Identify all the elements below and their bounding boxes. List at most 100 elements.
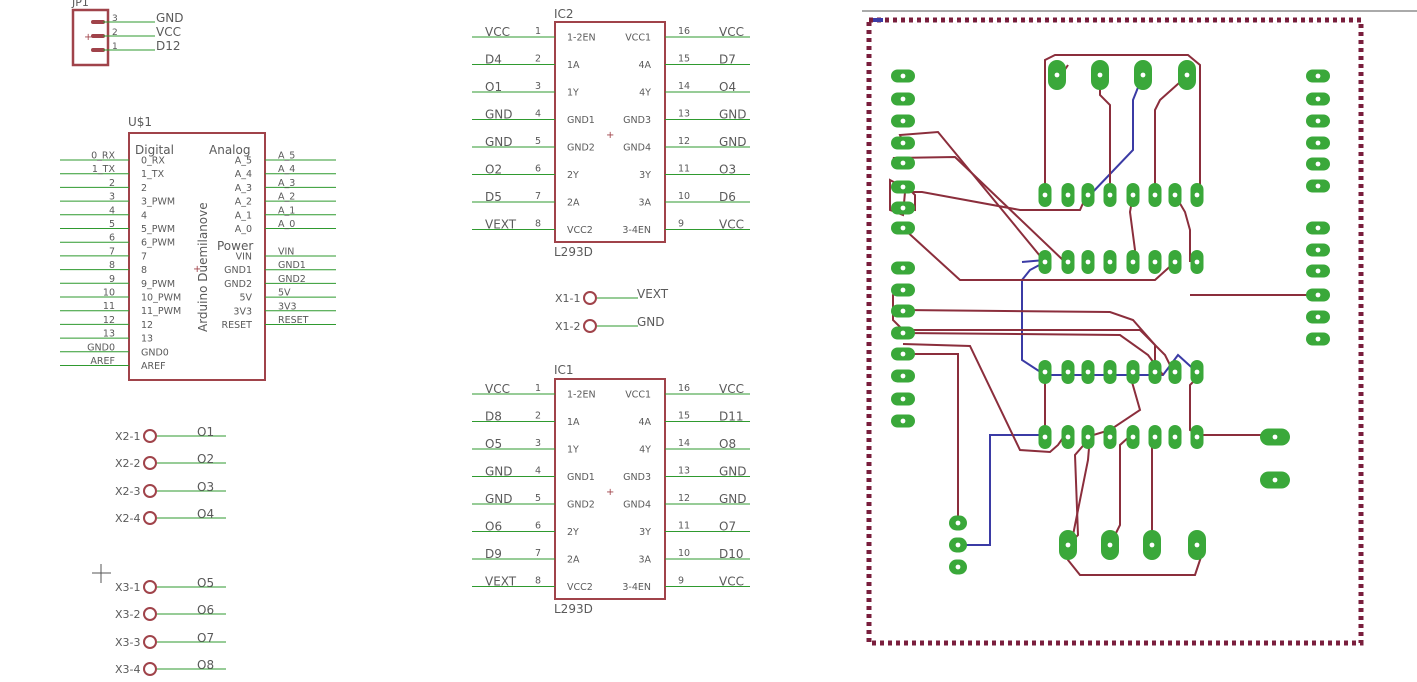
ic2-net-label: GND — [719, 135, 747, 149]
us1-power-title: Power — [217, 239, 253, 253]
header-pad-hole — [900, 73, 906, 79]
ic2-pin-label: GND4 — [623, 143, 651, 154]
ic2-pin-num: 3 — [535, 81, 541, 92]
us1-net-label: AREF — [90, 356, 115, 367]
ic-pad-hole — [1085, 259, 1091, 265]
us1-net-label: 11 — [103, 301, 115, 312]
us1-net-label: 3 — [109, 192, 115, 203]
ic1-part: L293D — [554, 602, 593, 616]
jp1-pin-num: 3 — [112, 14, 118, 24]
us1-pin-label: VIN — [236, 252, 252, 263]
jp1-pin-3: 3 GND — [91, 11, 184, 25]
ic2-origin-cross: + — [606, 130, 614, 141]
pcb-board[interactable] — [862, 10, 1417, 646]
jp1-pin-1: 1 D12 — [91, 39, 181, 53]
ic2-pin-num: 10 — [678, 191, 690, 202]
ic1-net-label: VCC — [485, 382, 510, 396]
ic2-net-label: VCC — [719, 25, 744, 39]
us1-pin-label: 2 — [141, 183, 147, 194]
ic1-pin-label: VCC1 — [625, 390, 651, 401]
board-origin-mark — [873, 18, 883, 22]
ic1-pin-num: 16 — [678, 383, 690, 394]
us1-right-pins: A_5A_5A_4A_4A_3A_3A_2A_2A_1A_1A_0A_0VINV… — [222, 151, 336, 331]
jp1-header[interactable]: JP1 + 3 GND 2 VCC 1 D12 — [71, 0, 184, 67]
ic2-name: IC2 — [554, 7, 574, 21]
header-pad-hole — [1315, 140, 1321, 146]
us1-net-label: 12 — [103, 315, 115, 326]
ic-pad-hole — [1194, 434, 1200, 440]
terminal-pad-hole — [1054, 72, 1060, 78]
ic1-pin-label: 1A — [567, 417, 580, 428]
header-pad-hole — [900, 351, 906, 357]
ic-pad-hole — [1042, 259, 1048, 265]
header-pad-hole — [900, 118, 906, 124]
x1-net-label: VEXT — [637, 287, 669, 301]
us1-digital-title: Digital — [135, 143, 174, 157]
us1-net-label: A_3 — [278, 178, 295, 189]
ic2-pin-label: 4Y — [639, 88, 651, 99]
header-pad-hole — [1315, 73, 1321, 79]
us1-pin-label: AREF — [141, 361, 166, 372]
ic2-pin-num: 4 — [535, 109, 541, 120]
header-pad-hole — [900, 184, 906, 190]
ic2-body — [554, 21, 666, 243]
us1-net-label: 8 — [109, 260, 115, 271]
x1-terminal-ring — [583, 319, 597, 333]
terminal-pad-hole — [1140, 72, 1146, 78]
header-pad-hole — [1315, 183, 1321, 189]
header-pad-hole — [900, 96, 906, 102]
ic-pad-hole — [1042, 369, 1048, 375]
us1-net-label: 13 — [103, 329, 115, 340]
us1-pin-label: 11_PWM — [141, 306, 181, 317]
us1-net-label: GND0 — [87, 342, 115, 353]
x2-terminal-ring — [143, 484, 157, 498]
ic1-net-label: O6 — [485, 520, 502, 534]
ic2-net-label: VEXT — [485, 218, 517, 232]
us1-net-label: 10 — [103, 288, 115, 299]
ic1-pin-num: 9 — [678, 576, 684, 587]
ic2-pin-num: 13 — [678, 109, 690, 120]
us1-net-label: 6 — [109, 233, 115, 244]
x2-terminal-ring — [143, 456, 157, 470]
header-pad-hole — [900, 418, 906, 424]
ic1-net-label: GND — [485, 492, 513, 506]
us1-pin-label: GND1 — [224, 265, 252, 276]
x3-terminal-ring — [143, 635, 157, 649]
ic1-pin-num: 14 — [678, 438, 690, 449]
ic1-pin-label: GND4 — [623, 500, 651, 511]
ic1-net-label: D9 — [485, 547, 502, 561]
ic-pad-hole — [1085, 192, 1091, 198]
us1-net-label: RESET — [278, 315, 309, 326]
x3-ref-label: X3-4 — [115, 663, 141, 676]
ic2-part: L293D — [554, 245, 593, 259]
x2-net-label: O4 — [197, 507, 214, 521]
terminal-pad-hole — [1097, 72, 1103, 78]
ic1-pin-num: 10 — [678, 548, 690, 559]
arduino-symbol[interactable]: U$1 Digital Analog Power Arduino Duemila… — [60, 115, 336, 381]
ic1-pin-num: 8 — [535, 576, 541, 587]
ic1-pin-label: GND3 — [623, 472, 651, 483]
ic2-pin-num: 8 — [535, 219, 541, 230]
us1-net-label: 3V3 — [278, 301, 297, 312]
ic2-pin-num: 1 — [535, 26, 541, 37]
x1-ref-label: X1-2 — [555, 320, 581, 333]
ic1-pin-label: 3-4EN — [622, 582, 651, 593]
ic-pad-hole — [1085, 434, 1091, 440]
ic1-pin-label: 2Y — [567, 527, 579, 538]
ic1-pin-num: 2 — [535, 411, 541, 422]
ic1-net-label: O8 — [719, 437, 736, 451]
header-pad-hole — [1315, 292, 1321, 298]
us1-net-label: 2 — [109, 178, 115, 189]
header-pad-hole — [1315, 336, 1321, 342]
ic-pad-hole — [1172, 369, 1178, 375]
ic2-pin-num: 15 — [678, 54, 690, 65]
ic2-pin-label: GND2 — [567, 143, 595, 154]
ic-pad-hole — [1065, 259, 1071, 265]
